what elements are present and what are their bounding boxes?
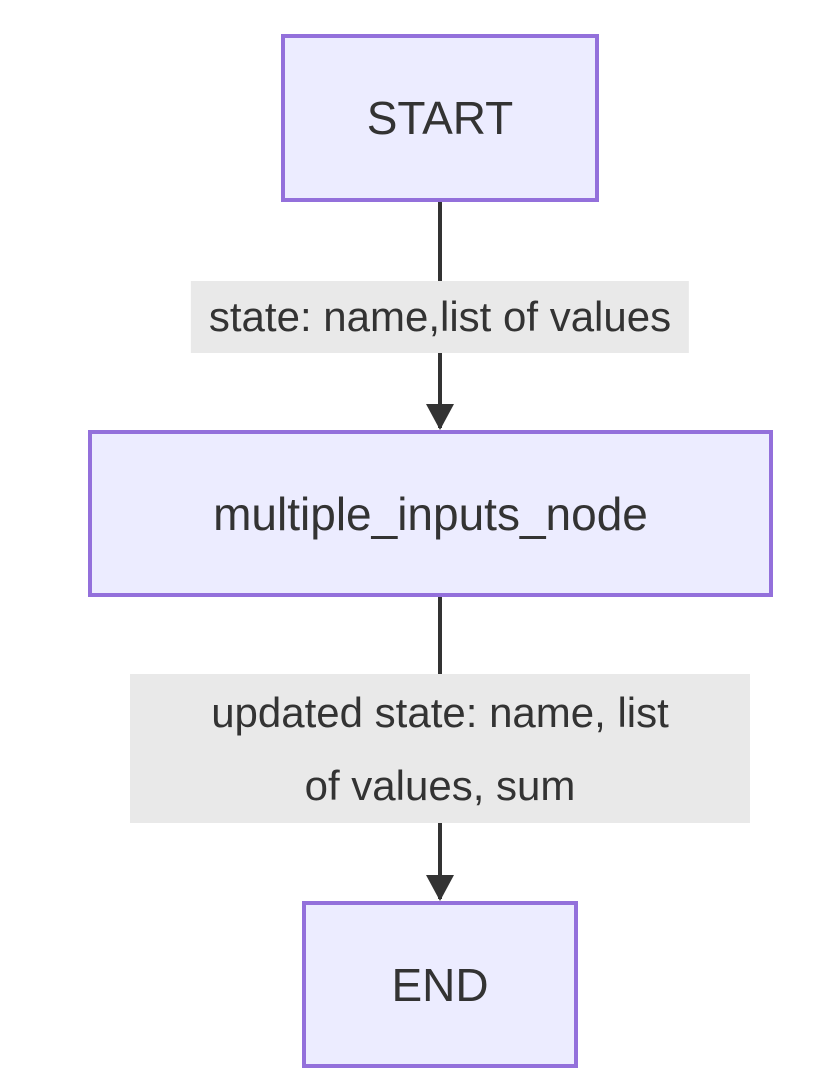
node-start: START [281,34,599,202]
arrowhead-down-icon [426,875,454,901]
node-multiple-inputs: multiple_inputs_node [88,430,773,597]
edge-label-text-line-1: updated state: name, list [211,688,669,736]
node-multiple-inputs-label: multiple_inputs_node [213,487,648,540]
node-end: END [302,901,578,1068]
node-start-label: START [366,92,514,144]
edge-label-updated-state: updated state: name, list of values, sum [130,674,750,823]
arrowhead-down-icon [426,404,454,430]
edge-label-state: state: name,list of values [190,281,690,353]
edge-label-text: state: name,list of values [208,293,672,340]
edge-label-text-line-2: of values, sum [304,761,576,809]
node-end-label: END [391,958,489,1011]
